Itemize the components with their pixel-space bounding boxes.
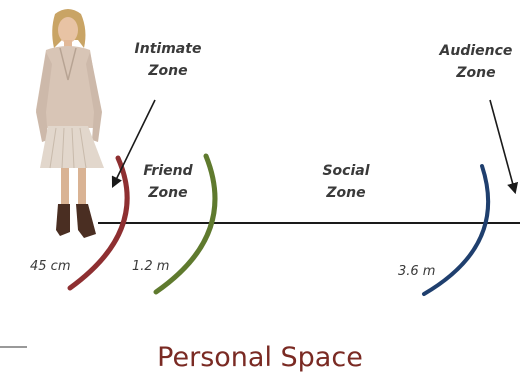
social-zone-label: Social Zone bbox=[296, 160, 396, 204]
intimate-zone-arrow bbox=[111, 99, 156, 189]
friend-zone-line2: Zone bbox=[148, 185, 188, 201]
social-zone-line1: Social bbox=[322, 163, 370, 179]
diagram-caption: Personal Space bbox=[157, 342, 363, 373]
intimate-zone-arc bbox=[67, 155, 130, 291]
audience-zone-line1: Audience bbox=[439, 43, 513, 59]
audience-zone-line2: Zone bbox=[456, 65, 496, 81]
audience-zone-arrow bbox=[489, 99, 519, 195]
friend-zone-label: Friend Zone bbox=[120, 160, 216, 204]
social-zone-line2: Zone bbox=[326, 185, 366, 201]
social-zone-arc bbox=[422, 164, 491, 296]
intimate-zone-line1: Intimate bbox=[134, 41, 202, 57]
friend-distance-label: 1.2 m bbox=[132, 259, 170, 274]
woman-figure bbox=[36, 9, 104, 238]
social-distance-label: 3.6 m bbox=[398, 264, 436, 279]
intimate-distance-label: 45 cm bbox=[30, 259, 71, 274]
intimate-zone-label: Intimate Zone bbox=[118, 38, 218, 82]
friend-zone-line1: Friend bbox=[143, 163, 193, 179]
intimate-zone-line2: Zone bbox=[148, 63, 188, 79]
friend-zone-arc bbox=[153, 153, 218, 295]
audience-zone-label: Audience Zone bbox=[432, 40, 520, 84]
